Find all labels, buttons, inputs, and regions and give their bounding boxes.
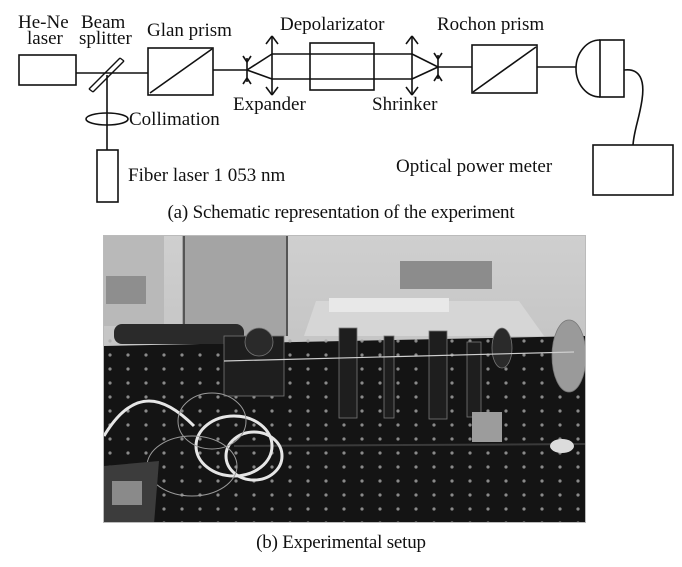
depolarizator-box bbox=[309, 42, 375, 91]
rochon-prism-box bbox=[471, 44, 538, 94]
schematic-diagram: He-Ne laser Beam splitter Glan prism Dep… bbox=[18, 12, 674, 203]
optical-power-meter-box bbox=[592, 144, 674, 196]
label-depolarizator: Depolarizator bbox=[280, 14, 385, 35]
label-he-ne-line2: laser bbox=[27, 28, 64, 49]
he-ne-laser-box bbox=[18, 54, 77, 86]
label-expander: Expander bbox=[233, 94, 306, 115]
glan-prism-box bbox=[147, 47, 214, 96]
fiber-laser-box bbox=[96, 149, 119, 203]
label-collimation: Collimation bbox=[129, 109, 220, 130]
collimation-lens bbox=[85, 112, 129, 126]
label-optical-power-meter: Optical power meter bbox=[396, 156, 553, 177]
detector-cable bbox=[623, 69, 644, 146]
shrinker-convex-lens bbox=[405, 35, 419, 96]
label-shrinker: Shrinker bbox=[372, 94, 438, 115]
label-fiber-laser: Fiber laser 1 053 nm bbox=[128, 165, 285, 186]
label-glan-prism: Glan prism bbox=[147, 20, 232, 41]
label-he-ne-line1: He-Ne bbox=[18, 12, 69, 33]
beam-splitter bbox=[88, 57, 125, 93]
caption-photo: (b) Experimental setup bbox=[256, 532, 426, 553]
label-beam-line1: Beam bbox=[81, 12, 126, 33]
label-beam-line2: splitter bbox=[79, 28, 132, 49]
expander-convex-lens bbox=[265, 35, 279, 96]
experimental-setup-photo bbox=[103, 235, 586, 523]
caption-schematic: (a) Schematic representation of the expe… bbox=[167, 202, 515, 223]
photodetector bbox=[575, 39, 625, 98]
label-rochon-prism: Rochon prism bbox=[437, 14, 544, 35]
